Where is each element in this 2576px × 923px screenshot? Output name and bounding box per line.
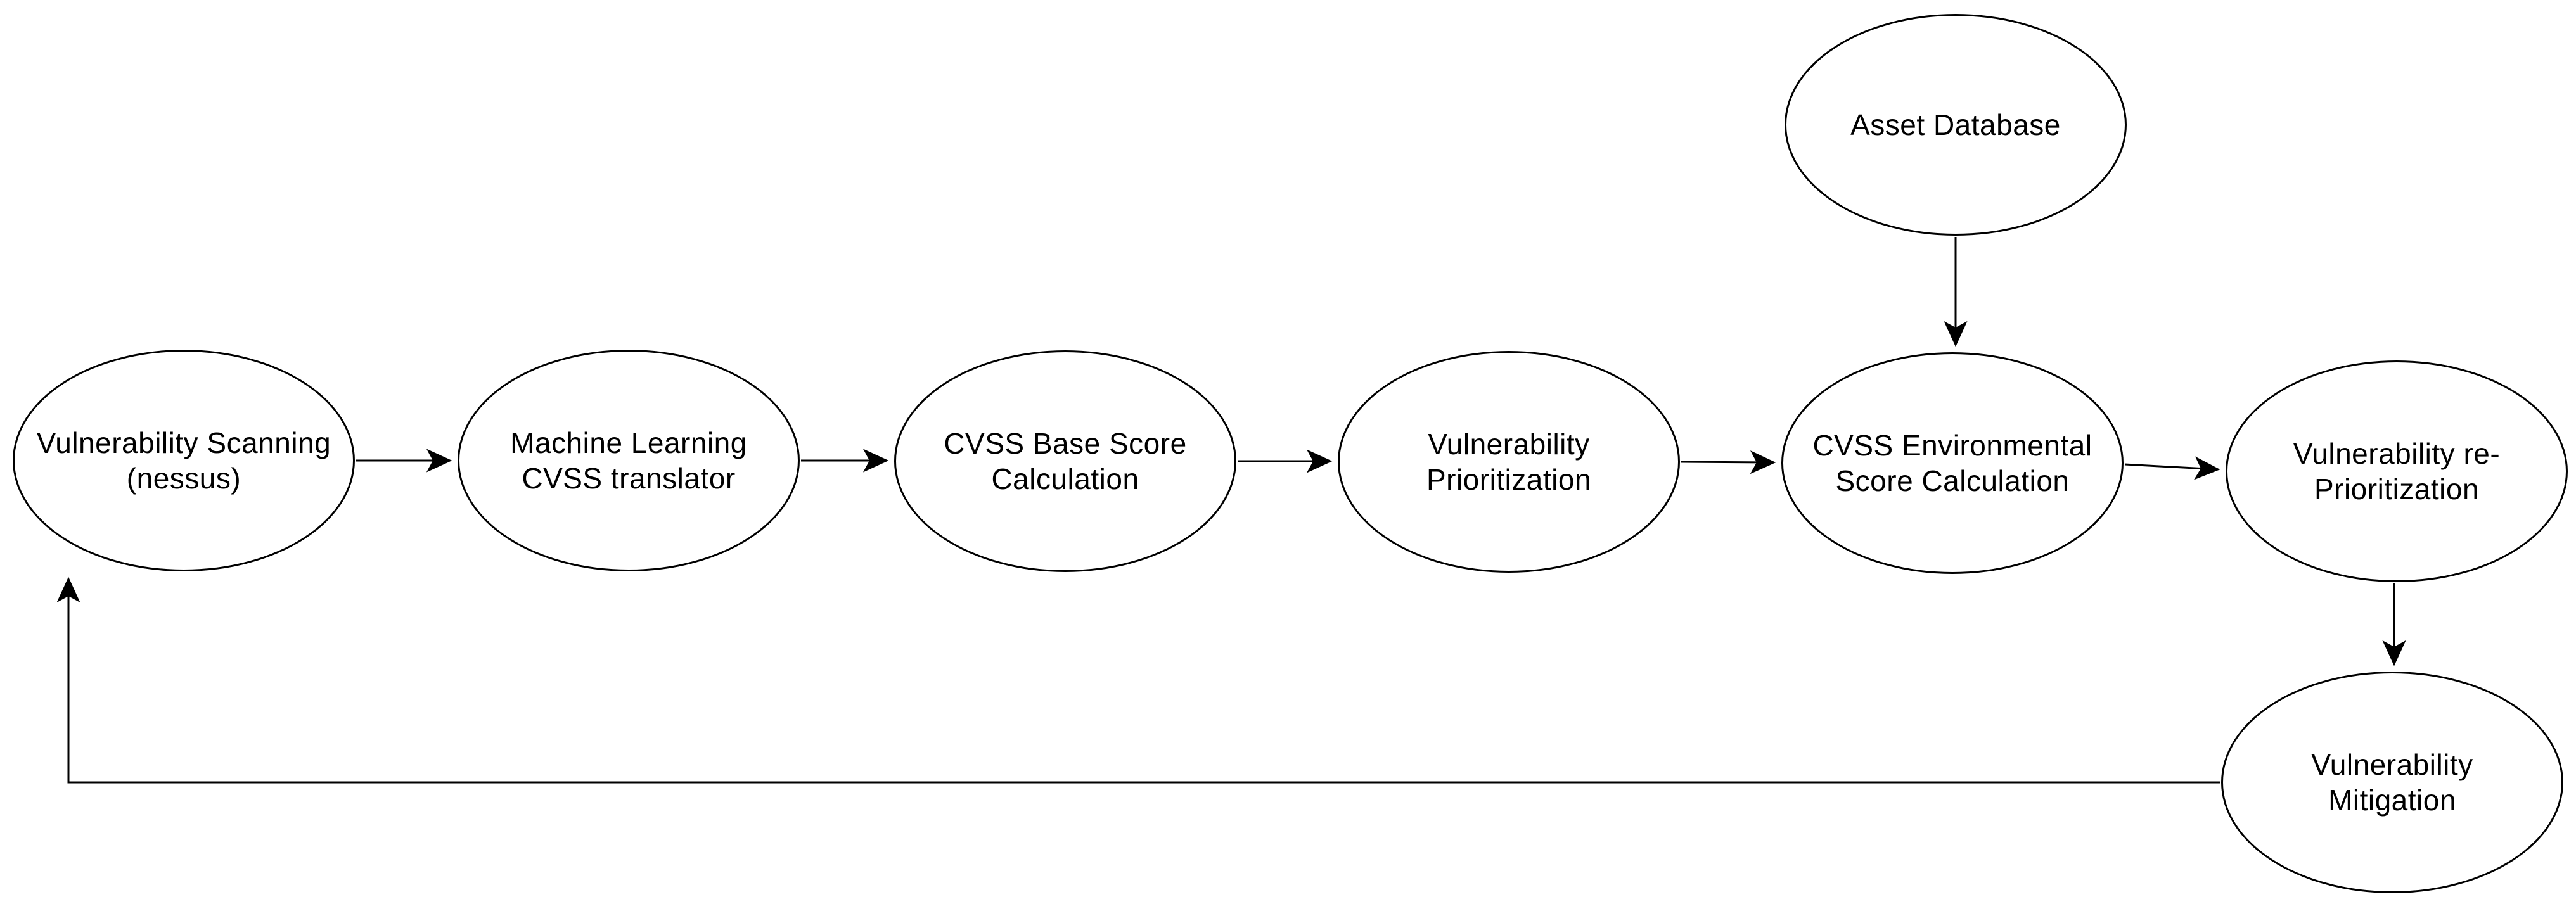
node-ml-cvss-translator: Machine Learning CVSS translator <box>458 350 800 571</box>
node-label-ml-cvss-translator: Machine Learning CVSS translator <box>510 426 747 495</box>
edge-environmental-to-reprioritization <box>2124 456 2220 480</box>
node-label-vulnerability-prioritization: Vulnerability Prioritization <box>1426 427 1592 496</box>
node-label-vulnerability-mitigation: Vulnerability Mitigation <box>2311 748 2473 817</box>
node-vulnerability-mitigation: Vulnerability Mitigation <box>2221 672 2563 893</box>
node-vulnerability-prioritization: Vulnerability Prioritization <box>1338 351 1680 573</box>
node-asset-database: Asset Database <box>1785 14 2127 236</box>
node-label-cvss-base-score-calculation: CVSS Base Score Calculation <box>944 426 1187 495</box>
node-vulnerability-re-prioritization: Vulnerability re-Prioritization <box>2226 360 2568 582</box>
node-cvss-environmental-score-calculation: CVSS Environmental Score Calculation <box>1781 352 2124 574</box>
node-label-vulnerability-re-prioritization: Vulnerability re-Prioritization <box>2293 436 2501 506</box>
node-label-vulnerability-scanning: Vulnerability Scanning (nessus) <box>36 426 331 495</box>
node-label-asset-database: Asset Database <box>1850 108 2061 141</box>
node-vulnerability-scanning: Vulnerability Scanning (nessus) <box>13 350 355 571</box>
node-label-cvss-environmental-score-calculation: CVSS Environmental Score Calculation <box>1812 428 2092 497</box>
edge-mitigation-to-scanning-feedback <box>56 576 2220 784</box>
node-cvss-base-score-calculation: CVSS Base Score Calculation <box>894 350 1236 572</box>
